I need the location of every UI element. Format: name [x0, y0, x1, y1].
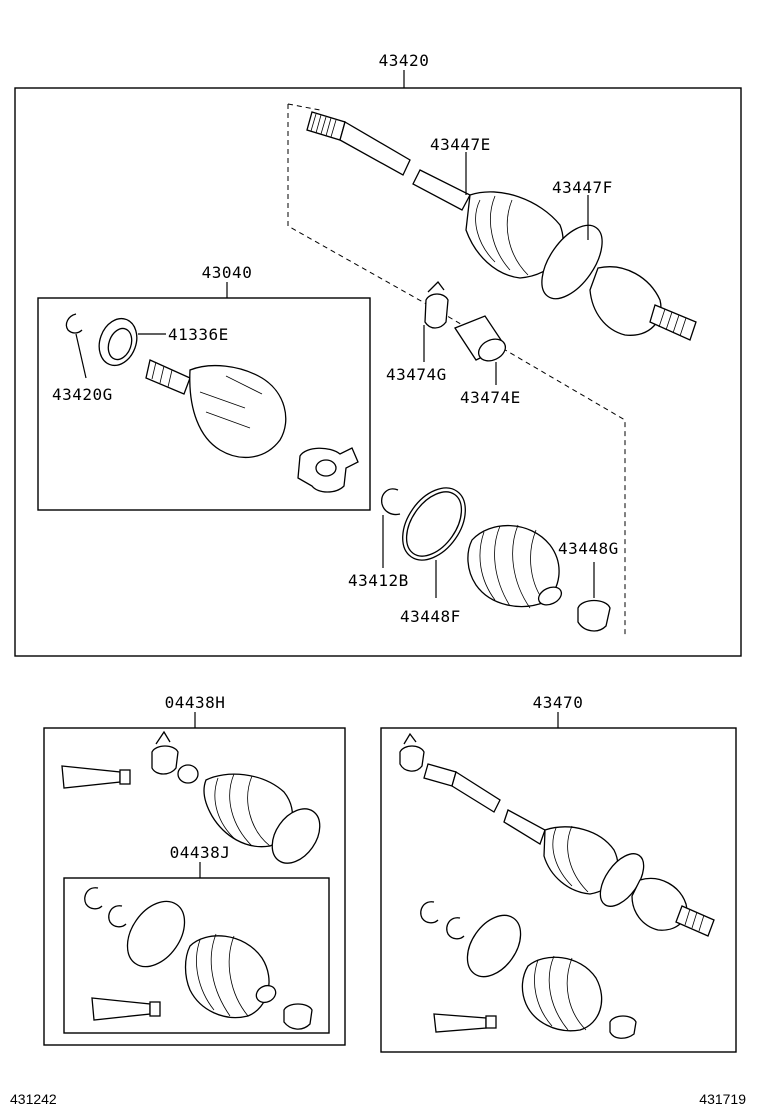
sub-kit-inner-boot[interactable]: [184, 933, 279, 1019]
part-41336E[interactable]: [93, 313, 143, 370]
boot-kit-number[interactable]: 04438H: [165, 693, 226, 712]
inner-joint-group: 43040 43420G 41336E: [37, 263, 371, 511]
boot-kit-clamp-small[interactable]: [151, 730, 179, 775]
inner-boot[interactable]: [467, 524, 564, 609]
footer-left-code: 431242: [10, 1091, 57, 1107]
main-assembly-number[interactable]: 43420: [379, 51, 430, 70]
assembly-dashed-top: [287, 103, 321, 111]
footer-right-code: 431719: [699, 1091, 746, 1107]
shaft-body-2: [412, 169, 471, 211]
sub-kit-clamp-ring[interactable]: [116, 891, 197, 978]
shaft-assembly-number[interactable]: 43470: [533, 693, 584, 712]
shaft-assy-drive-shaft[interactable]: [423, 763, 715, 937]
outer-cv-joint: [589, 266, 662, 336]
boot-kit-group: 04438H 04438J: [43, 693, 346, 1046]
sub-kit-snap-ring-2[interactable]: [108, 905, 127, 928]
callout-43474E[interactable]: 43474E: [460, 388, 521, 407]
shaft-assy-snap-ring-2[interactable]: [446, 917, 465, 940]
callout-43412B[interactable]: 43412B: [348, 571, 409, 590]
boot-kit-ring-small[interactable]: [177, 764, 199, 784]
callout-43474G[interactable]: 43474G: [386, 365, 447, 384]
drive-shaft-outer[interactable]: [306, 111, 697, 341]
boot-kit-outer-boot[interactable]: [203, 773, 294, 848]
tripod-joint[interactable]: [297, 447, 359, 493]
assembly-dashed-outline: [287, 104, 626, 636]
inner-joint-number[interactable]: 43040: [202, 263, 253, 282]
sub-kit-group: 04438J: [63, 843, 330, 1034]
part-43474E[interactable]: [454, 315, 509, 365]
shaft-assembly-group: 43470: [380, 693, 737, 1053]
main-assembly-group: 43420 43447E 43447F: [14, 51, 742, 657]
grease-tube-2[interactable]: [91, 997, 161, 1021]
part-43448G[interactable]: [577, 599, 611, 632]
part-43420G[interactable]: [65, 313, 83, 334]
inner-joint-frame: [37, 297, 371, 511]
shaft-assy-inner-boot[interactable]: [521, 955, 603, 1032]
shaft-assy-clamp-small-2[interactable]: [609, 1015, 637, 1039]
shaft-assy-snap-ring-1[interactable]: [420, 901, 439, 924]
callout-43448G[interactable]: 43448G: [558, 539, 619, 558]
sub-kit-clamp-small[interactable]: [283, 1003, 313, 1030]
shaft-assy-clamp-ring[interactable]: [456, 906, 531, 987]
shaft-body-1: [339, 121, 411, 176]
part-43448F[interactable]: [390, 476, 478, 571]
callout-43420G[interactable]: 43420G: [52, 385, 113, 404]
sub-kit-number[interactable]: 04438J: [170, 843, 231, 862]
clamp-ring-large: [541, 224, 603, 300]
callout-43447E[interactable]: 43447E: [430, 135, 491, 154]
main-assembly-frame: [14, 87, 742, 657]
callout-43447F[interactable]: 43447F: [552, 178, 613, 197]
part-43474G[interactable]: [424, 281, 449, 329]
leader-43420G: [75, 333, 87, 379]
sub-kit-snap-ring-1[interactable]: [84, 887, 103, 910]
part-43412B[interactable]: [381, 488, 401, 516]
callout-41336E[interactable]: 41336E: [168, 325, 229, 344]
grease-tube-1[interactable]: [61, 765, 131, 789]
inner-cv-housing[interactable]: [145, 359, 287, 459]
sub-kit-frame: [63, 877, 330, 1034]
callout-43448F[interactable]: 43448F: [400, 607, 461, 626]
shaft-assy-clamp-small[interactable]: [399, 745, 425, 772]
boot-kit-clamp-large[interactable]: [262, 800, 329, 872]
outer-stub-shaft: [649, 304, 697, 341]
grease-tube-3[interactable]: [433, 1013, 497, 1033]
